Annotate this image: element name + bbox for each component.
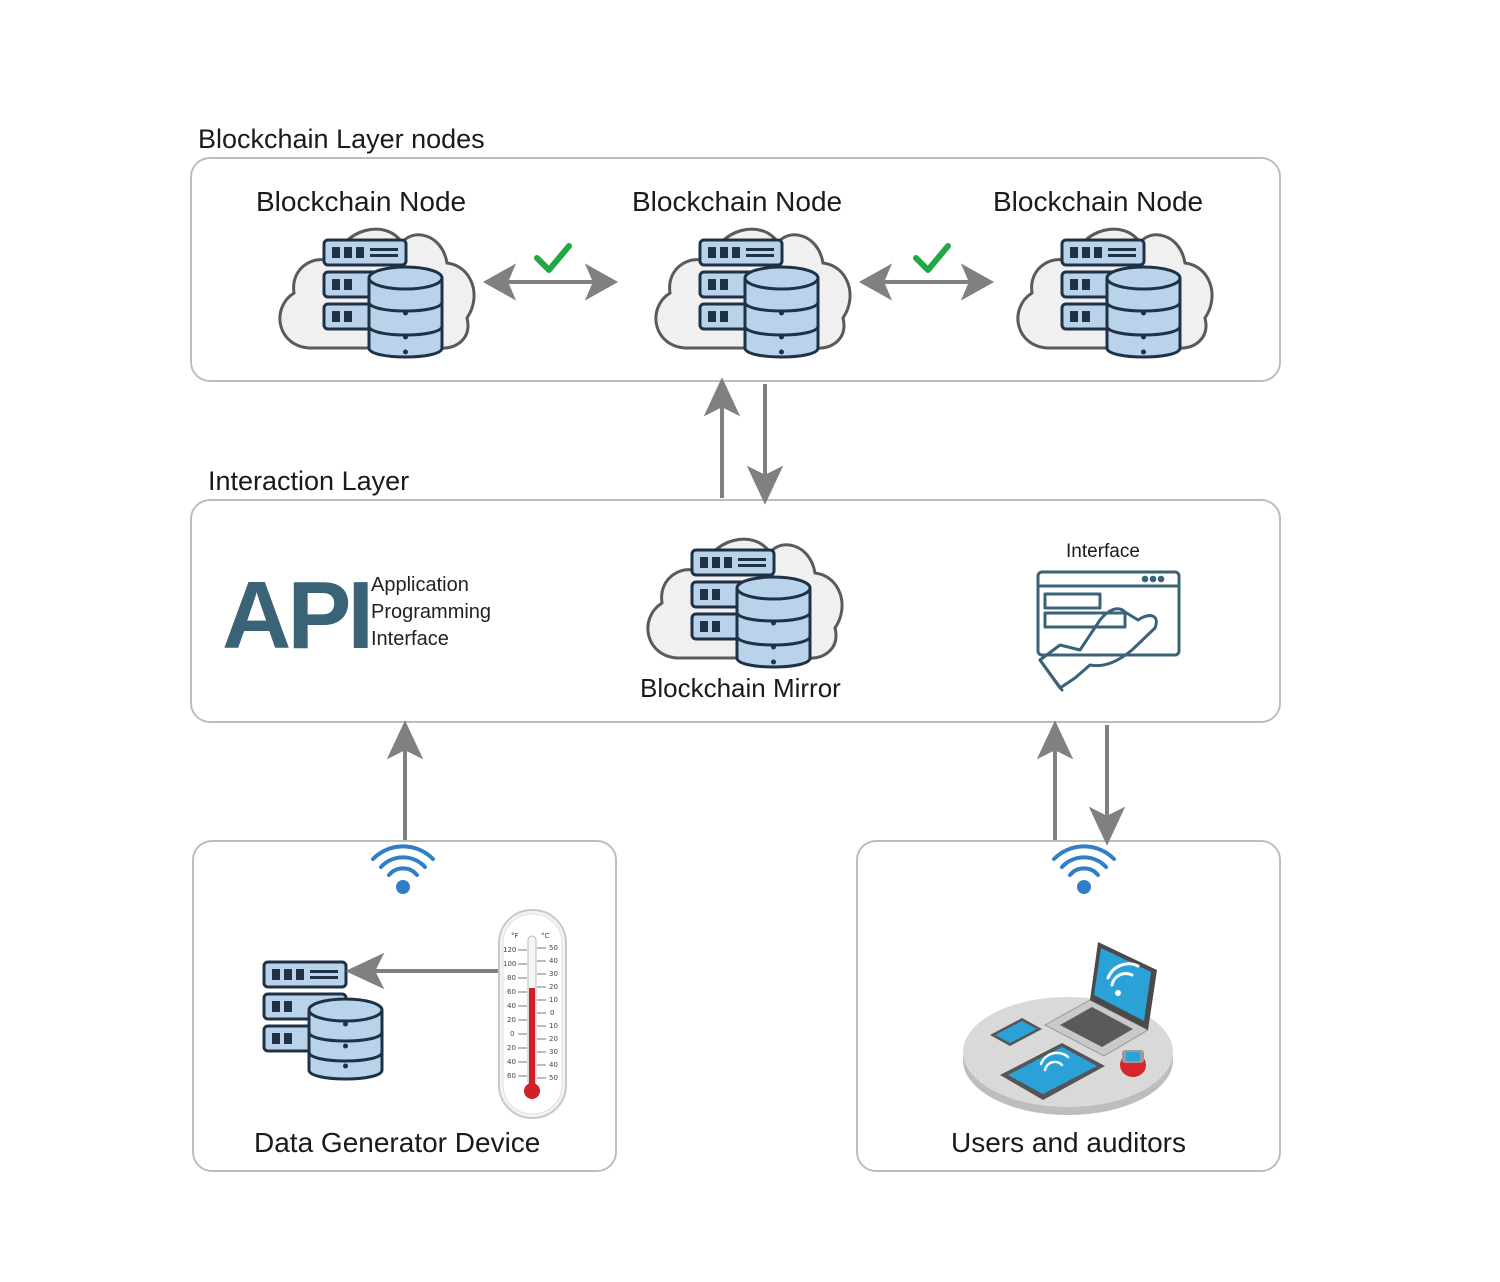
vertical-arrow <box>1036 720 1126 846</box>
thermo-tick-f: 40 <box>507 1002 516 1010</box>
api-description: Application Programming Interface <box>371 572 491 653</box>
thermo-unit-c: °C <box>541 932 550 940</box>
api-line-application: Application <box>371 574 469 596</box>
data-generator-label: Data Generator Device <box>254 1127 541 1158</box>
users-auditors-label: Users and auditors <box>951 1127 1187 1158</box>
thermo-unit-f: °F <box>511 932 519 940</box>
thermo-tick-c: 50 <box>549 944 558 952</box>
thermo-tick-f: 0 <box>510 1030 514 1038</box>
cloud-server-icon <box>646 537 844 669</box>
interaction-layer-title: Interaction Layer <box>208 466 410 496</box>
thermo-tick-f: 100 <box>503 960 516 968</box>
thermo-tick-c: 30 <box>549 970 558 978</box>
thermo-tick-f: 60 <box>507 1072 516 1080</box>
thermo-tick-c: 20 <box>549 1035 558 1043</box>
server-database-icon <box>262 960 384 1081</box>
thermo-tick-c: 10 <box>549 996 558 1004</box>
thermo-tick-f: 20 <box>507 1016 516 1024</box>
interface-touch-icon <box>1036 570 1181 692</box>
cloud-server-icon <box>278 227 476 359</box>
blockchain-node-label-2: Blockchain Node <box>632 186 843 217</box>
thermo-tick-f: 40 <box>507 1058 516 1066</box>
thermo-tick-c: 10 <box>549 1022 558 1030</box>
cloud-server-icon <box>654 227 852 359</box>
thermo-tick-f: 120 <box>503 946 516 954</box>
thermo-tick-c: 50 <box>549 1074 558 1082</box>
thermometer-icon: °F °C 120 100 80 60 40 20 0 20 40 60 50 … <box>498 909 567 1119</box>
thermo-tick-c: 0 <box>550 1009 554 1017</box>
wifi-icon <box>371 844 435 896</box>
wifi-icon <box>1052 844 1116 896</box>
blockchain-node-label-1: Blockchain Node <box>256 186 467 217</box>
api-line-programming: Programming <box>371 601 492 623</box>
blockchain-node-label-3: Blockchain Node <box>993 186 1204 217</box>
check-icon <box>913 243 951 273</box>
thermo-tick-c: 40 <box>549 1061 558 1069</box>
thermo-tick-f: 80 <box>507 974 516 982</box>
check-icon <box>534 243 572 273</box>
node-link-arrow <box>482 263 995 301</box>
thermo-tick-f: 20 <box>507 1044 516 1052</box>
blockchain-mirror-label: Blockchain Mirror <box>640 673 841 703</box>
api-logo: API <box>222 562 374 669</box>
thermo-tick-c: 40 <box>549 957 558 965</box>
sensor-arrow <box>345 952 500 990</box>
vertical-arrow <box>703 377 784 505</box>
api-line-interface: Interface <box>371 628 449 650</box>
thermo-tick-f: 60 <box>507 988 516 996</box>
vertical-arrow <box>386 720 424 840</box>
interface-label: Interface <box>1066 541 1140 562</box>
thermo-tick-c: 20 <box>549 983 558 991</box>
thermo-tick-c: 30 <box>549 1048 558 1056</box>
blockchain-layer-title: Blockchain Layer nodes <box>198 124 485 154</box>
laptop-tablet-icon <box>963 942 1173 1115</box>
cloud-server-icon <box>1016 227 1214 359</box>
